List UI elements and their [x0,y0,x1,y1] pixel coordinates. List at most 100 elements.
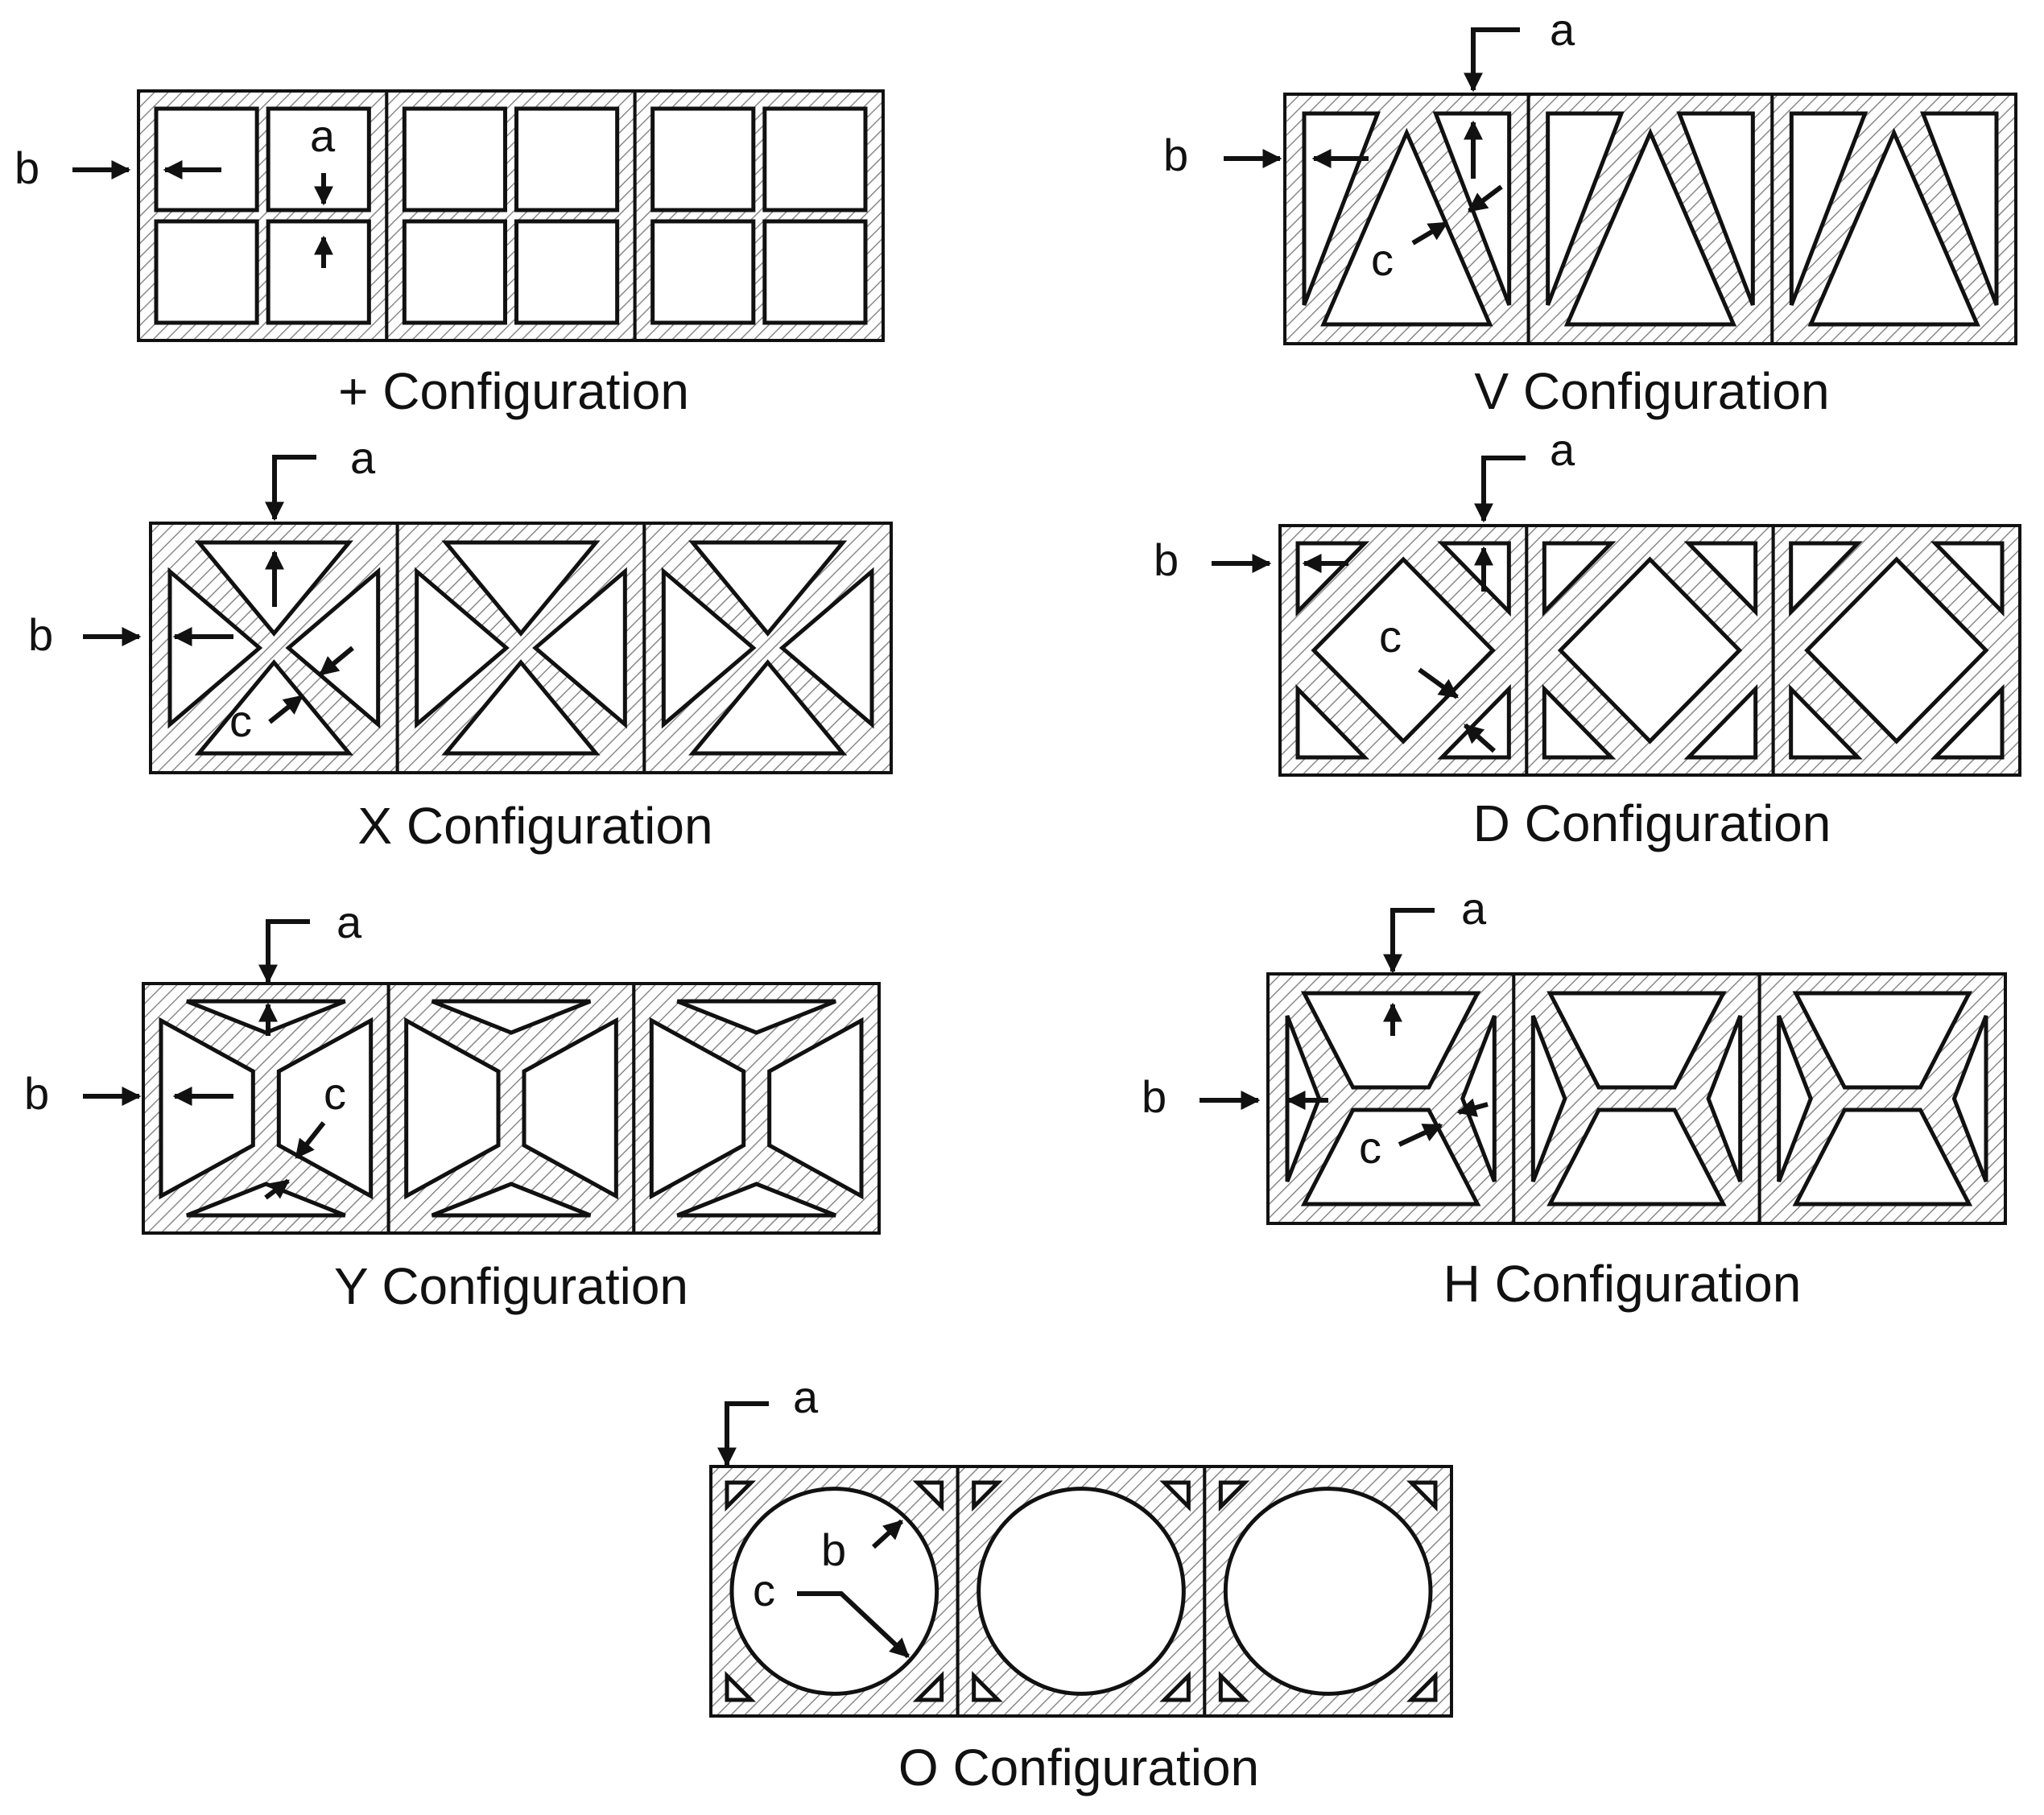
void-corner-br [1683,683,1758,760]
void-corner-br [1930,683,2005,760]
label-x-c: c [229,695,252,746]
label-v-a: a [1550,4,1575,55]
label-d-b: b [1154,534,1179,585]
void-corner-br [912,1670,944,1702]
panel-h-configuration [1266,972,2008,1225]
label-y-c: c [324,1068,346,1119]
void-square [650,106,756,212]
void-triangle-left [415,567,510,729]
void-square [514,106,620,212]
void-triangle-top [688,540,848,637]
void-triangle-left [1530,1015,1567,1182]
cell-3 [633,89,886,342]
void-triangle-center [1807,127,1980,327]
annotation-arrows [72,27,1526,1659]
cell-3 [642,522,893,774]
label-x-a: a [350,432,376,483]
void-triangle-left [1546,111,1625,306]
void-triangle-top [676,999,836,1035]
void-diamond [1804,556,1989,745]
caption-y: Y Configuration [334,1257,688,1315]
cell-2 [385,89,637,342]
void-trapezoid-right [522,1017,618,1200]
label-x-b: b [28,609,53,660]
void-trapezoid-bottom [1792,1108,1973,1207]
void-corner-tr [1159,1480,1191,1512]
panel-outline [709,1465,1453,1718]
void-triangle-bottom [441,659,601,756]
void-corner-tr [1406,1480,1438,1512]
void-square [650,219,756,325]
void-triangle-top [431,999,592,1035]
panel-v-configuration [1283,93,2017,345]
void-corner-bl [1542,683,1617,760]
panel-outline [149,522,893,774]
void-diamond [1557,556,1743,745]
panel-outline [1283,93,2017,345]
panel-x-configuration [149,522,893,774]
void-trapezoid-left [404,1017,501,1200]
caption-d: D Configuration [1473,794,1831,852]
void-trapezoid-right [767,1017,864,1200]
caption-h: H Configuration [1443,1255,1802,1313]
void-trapezoid-left [649,1017,746,1200]
label-d-c: c [1379,611,1402,662]
void-triangle-bottom [194,659,353,756]
void-corner-tl [1218,1480,1250,1512]
cell-2 [395,522,646,774]
annotation-labels: b a a b c a b c a b c a b c a b c a b c [14,4,1575,1615]
void-corner-br [1159,1670,1191,1702]
void-corner-tl [1789,541,1863,617]
cell-1 [142,982,390,1235]
void-triangle-center [1563,127,1737,327]
caption-x: X Configuration [357,797,712,855]
void-square [402,106,507,212]
label-o-b: b [821,1524,846,1575]
void-trapezoid-top [1300,991,1481,1090]
void-corner-br [1437,683,1511,760]
cell-3 [1770,93,2017,345]
void-corner-bl [1218,1670,1250,1702]
cell-1 [1283,93,1530,345]
cell-3 [632,982,881,1235]
caption-o: O Configuration [898,1739,1259,1796]
void-corner-tr [912,1480,944,1512]
void-corner-tl [1542,541,1617,617]
void-triangle-right [285,567,381,729]
void-triangle-left [1789,111,1869,306]
void-triangle-left [1777,1015,1813,1182]
cell-3 [1203,1465,1454,1718]
void-trapezoid-top [1792,991,1973,1090]
label-y-b: b [24,1068,49,1119]
void-triangle-bottom [676,1182,836,1218]
label-v-c: c [1371,234,1394,285]
cell-1 [137,89,389,342]
void-corner-tr [1930,541,2005,617]
void-triangle-right [1951,1015,1988,1182]
void-corner-tl [725,1480,757,1512]
cell-2 [1512,972,1761,1225]
void-triangle-right [532,567,627,729]
void-triangle-bottom [431,1182,592,1218]
void-square [514,219,620,325]
void-triangle-bottom [688,659,848,756]
void-square [266,219,371,325]
label-plus-b: b [14,142,39,193]
panel-outline [1278,524,2021,777]
void-corner-bl [725,1670,757,1702]
void-corner-bl [1789,683,1863,760]
panel-outline [137,89,885,342]
label-d-a: a [1550,424,1575,475]
panel-y-configuration [142,982,881,1235]
captions: + Configuration V Configuration X Config… [334,362,1831,1796]
label-o-a: a [793,1372,819,1422]
panel-outline [142,982,881,1235]
label-h-c: c [1359,1122,1381,1173]
void-triangle-left [661,567,757,729]
void-trapezoid-top [1546,991,1727,1090]
void-circle [1223,1487,1433,1696]
void-square [266,106,371,212]
cell-2 [1526,93,1774,345]
void-square [154,219,259,325]
